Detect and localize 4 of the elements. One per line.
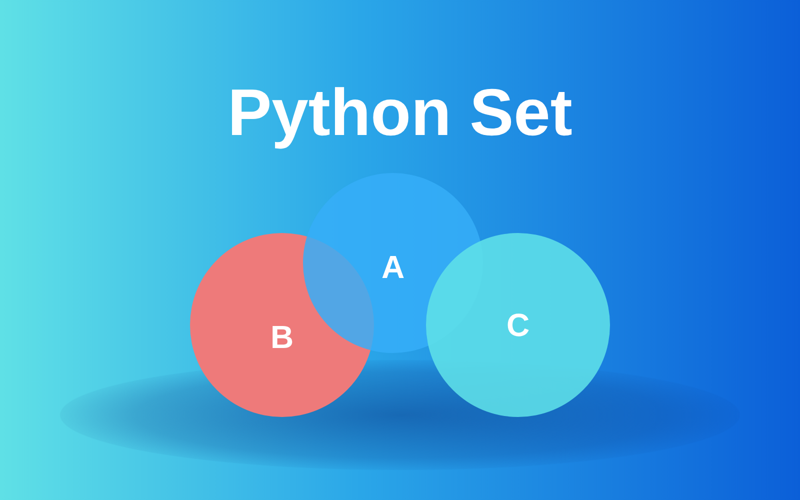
title: Python Set bbox=[226, 74, 574, 151]
set-label: A bbox=[381, 249, 405, 285]
set-label: B bbox=[270, 319, 294, 355]
set-label: C bbox=[506, 307, 530, 343]
